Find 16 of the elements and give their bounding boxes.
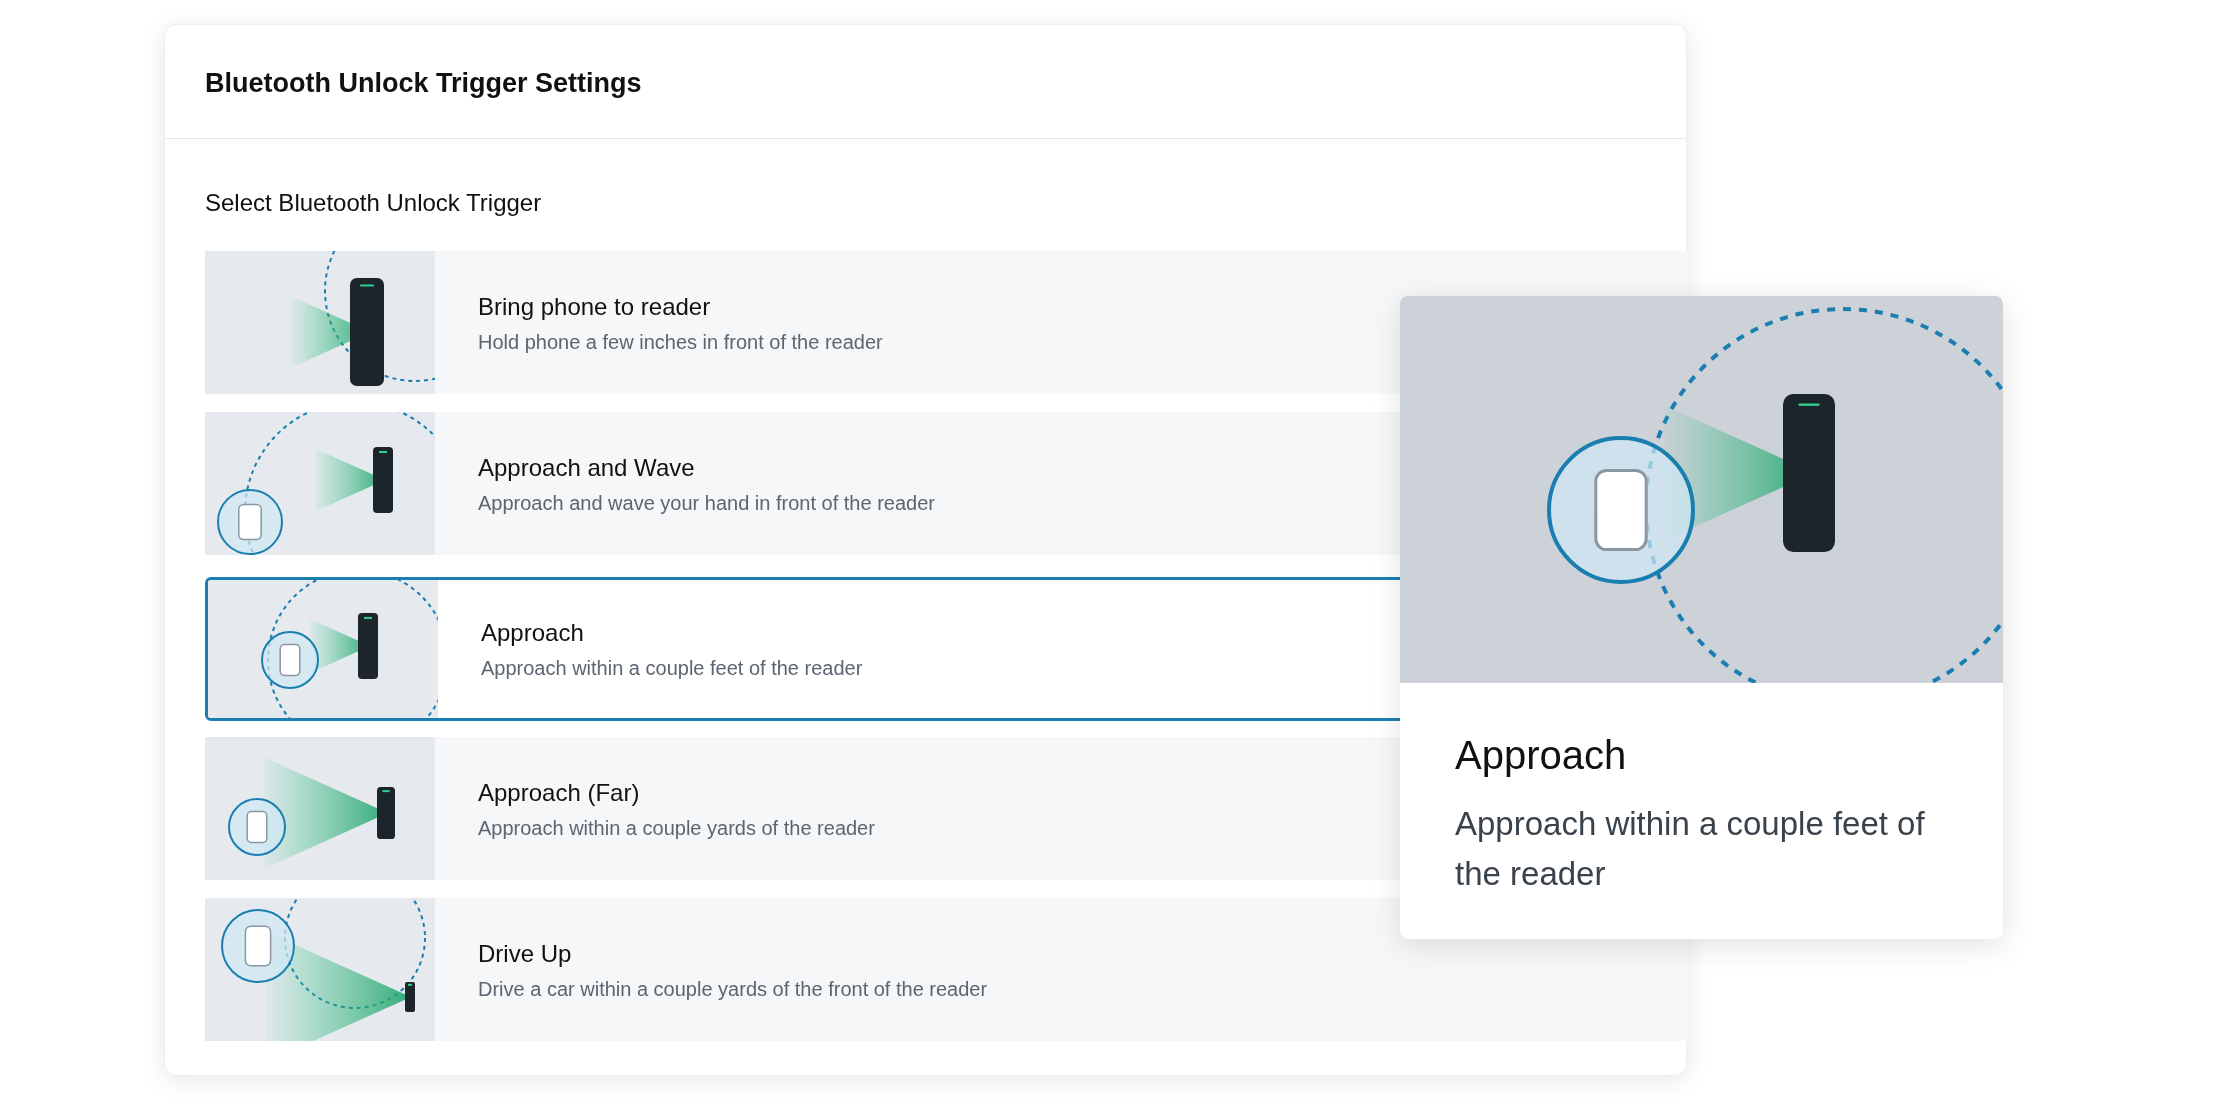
- option-title: Drive Up: [478, 938, 573, 969]
- preview-title: Approach: [1455, 732, 1628, 779]
- option-title: Approach (Far): [478, 777, 641, 808]
- section-label: Select Bluetooth Unlock Trigger: [205, 188, 542, 218]
- option-title: Approach and Wave: [478, 452, 696, 483]
- option-row: [205, 898, 1688, 1041]
- option-description: Hold phone a few inches in front of the reader: [478, 329, 883, 355]
- preview-description: Approach within a couple feet of the reader: [1455, 804, 1926, 894]
- option-description: Drive a car within a couple yards of the front of the reader: [478, 976, 988, 1002]
- option-title: Bring phone to reader: [478, 291, 712, 322]
- option-description: Approach within a couple feet of the reader: [481, 656, 863, 681]
- preview-tooltip: [1400, 296, 2003, 939]
- option-description: Approach within a couple yards of the reader: [478, 815, 875, 841]
- option-title: Approach: [481, 618, 585, 648]
- option-description: Approach and wave your hand in front of the reader: [478, 490, 935, 516]
- card-title: Bluetooth Unlock Trigger Settings: [205, 67, 642, 100]
